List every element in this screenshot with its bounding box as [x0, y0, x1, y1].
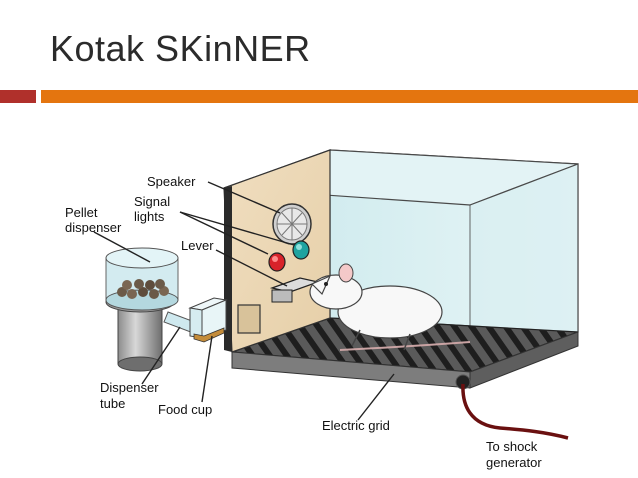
- rat: [309, 263, 471, 351]
- label-shock-line2: generator: [486, 455, 542, 470]
- shock-wire: [455, 374, 569, 440]
- title-accent-bar-left: [0, 90, 36, 103]
- title-accent-bar-right: [41, 90, 638, 103]
- pellet-dispenser: [105, 247, 179, 372]
- pellets: [117, 279, 169, 299]
- food-cup-box: [188, 297, 228, 343]
- label-lever: Lever: [181, 238, 214, 253]
- label-signal-lights-line1: Signal: [134, 194, 170, 209]
- label-signal-lights-line2: lights: [134, 209, 165, 224]
- label-pellet-dispenser-line1: Pellet: [65, 205, 98, 220]
- leader-lines: [93, 181, 395, 421]
- label-speaker: Speaker: [147, 174, 196, 189]
- label-electric-grid: Electric grid: [322, 418, 390, 433]
- slide-title: Kotak SKinNER: [50, 28, 311, 69]
- instrument-wall: [223, 149, 331, 353]
- label-pellet-dispenser-line2: dispenser: [65, 220, 122, 235]
- label-dispenser-tube-line2: tube: [100, 396, 125, 411]
- label-food-cup: Food cup: [158, 402, 212, 417]
- food-cup-opening: [237, 304, 261, 334]
- speaker-grille: [272, 203, 312, 245]
- signal-light-teal: [292, 240, 310, 260]
- label-shock-line1: To shock: [486, 439, 538, 454]
- electric-grid-floor: [231, 317, 579, 389]
- signal-light-red: [268, 252, 286, 272]
- lever: [269, 277, 321, 303]
- label-dispenser-tube-line1: Dispenser: [100, 380, 159, 395]
